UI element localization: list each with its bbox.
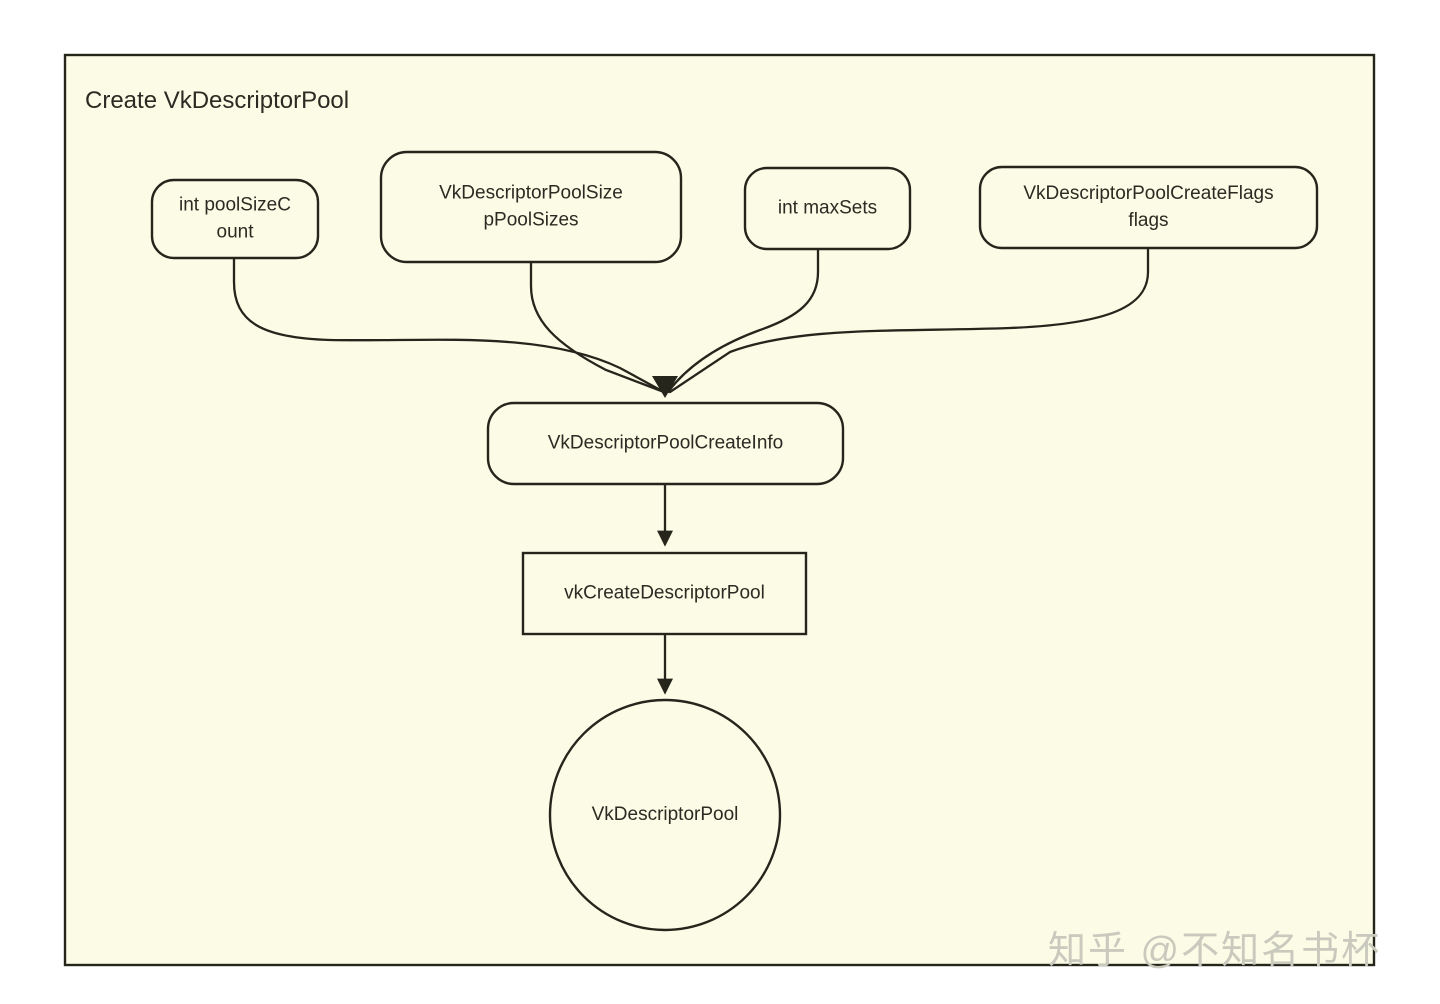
watermark-zhihu: 知乎 @不知名书杯 <box>1048 930 1381 972</box>
node-ppoolsizes[interactable]: VkDescriptorPoolSize pPoolSizes <box>379 150 683 264</box>
node-flags-label-line1: VkDescriptorPoolCreateFlags <box>1023 183 1273 204</box>
node-poolsizecount-label-line2: ount <box>217 222 255 243</box>
node-flags[interactable]: VkDescriptorPoolCreateFlags flags <box>978 165 1319 250</box>
node-createinfo[interactable]: VkDescriptorPoolCreateInfo <box>486 401 845 486</box>
edge-flags-to-createinfo <box>668 246 1150 394</box>
converge-arrowhead-icon <box>652 376 678 398</box>
node-poolsizecount-shape[interactable] <box>150 178 320 260</box>
edge-ppoolsizes-to-createinfo <box>529 260 666 394</box>
frame-title: Create VkDescriptorPool <box>85 87 349 114</box>
node-flags-label-line2: flags <box>1128 210 1168 231</box>
node-ppoolsizes-label-line2: pPoolSizes <box>483 210 578 231</box>
node-createinfo-shape[interactable] <box>486 401 845 486</box>
node-vkcreatedescriptorpool-label: vkCreateDescriptorPool <box>564 583 765 604</box>
node-ppoolsizes-label-line1: VkDescriptorPoolSize <box>439 183 623 204</box>
node-ppoolsizes-shape[interactable] <box>379 150 683 264</box>
node-maxsets-shape[interactable] <box>743 166 912 251</box>
node-flags-shape[interactable] <box>978 165 1319 250</box>
node-poolsizecount[interactable]: int poolSizeC ount <box>150 178 320 260</box>
node-poolsizecount-label-line1: int poolSizeC <box>179 195 291 216</box>
edge-poolsizecount-to-createinfo <box>232 256 666 394</box>
node-vkdescriptorpool[interactable]: VkDescriptorPool <box>548 698 782 932</box>
node-vkdescriptorpool-shape[interactable] <box>548 698 782 932</box>
edge-maxsets-to-createinfo <box>666 247 820 394</box>
edges-group <box>232 246 1150 695</box>
node-createinfo-label: VkDescriptorPoolCreateInfo <box>548 433 784 454</box>
node-maxsets-label-line1: int maxSets <box>778 198 877 219</box>
node-vkcreatedescriptorpool[interactable]: vkCreateDescriptorPool <box>521 551 808 636</box>
node-vkcreatedescriptorpool-shape[interactable] <box>521 551 808 636</box>
node-vkdescriptorpool-label: VkDescriptorPool <box>592 804 739 825</box>
node-maxsets[interactable]: int maxSets <box>743 166 912 251</box>
nodes-group: int poolSizeC ount VkDescriptorPoolSize … <box>150 150 1319 932</box>
